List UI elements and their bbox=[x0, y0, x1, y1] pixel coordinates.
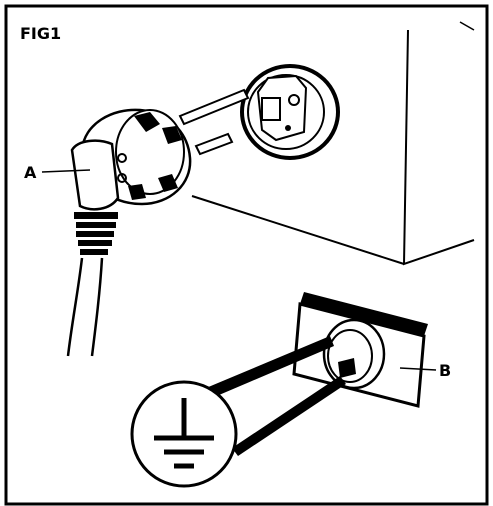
figure-title: FIG1 bbox=[20, 24, 62, 43]
callout-a-label: A bbox=[24, 163, 37, 182]
callout-b-leader bbox=[399, 367, 437, 371]
wall-socket-icon bbox=[240, 64, 340, 160]
earthed-wall-plate bbox=[292, 292, 428, 408]
plug-pins bbox=[178, 88, 250, 156]
magnifier-cone bbox=[206, 336, 346, 456]
figure-border bbox=[4, 4, 489, 506]
callout-b-label: B bbox=[439, 361, 452, 380]
appliance-housing-icon bbox=[191, 21, 475, 266]
schuko-plug-icon bbox=[66, 108, 192, 357]
strain-relief bbox=[74, 212, 118, 255]
earth-ground-symbol-icon bbox=[130, 380, 238, 488]
callout-a-leader bbox=[41, 169, 91, 173]
